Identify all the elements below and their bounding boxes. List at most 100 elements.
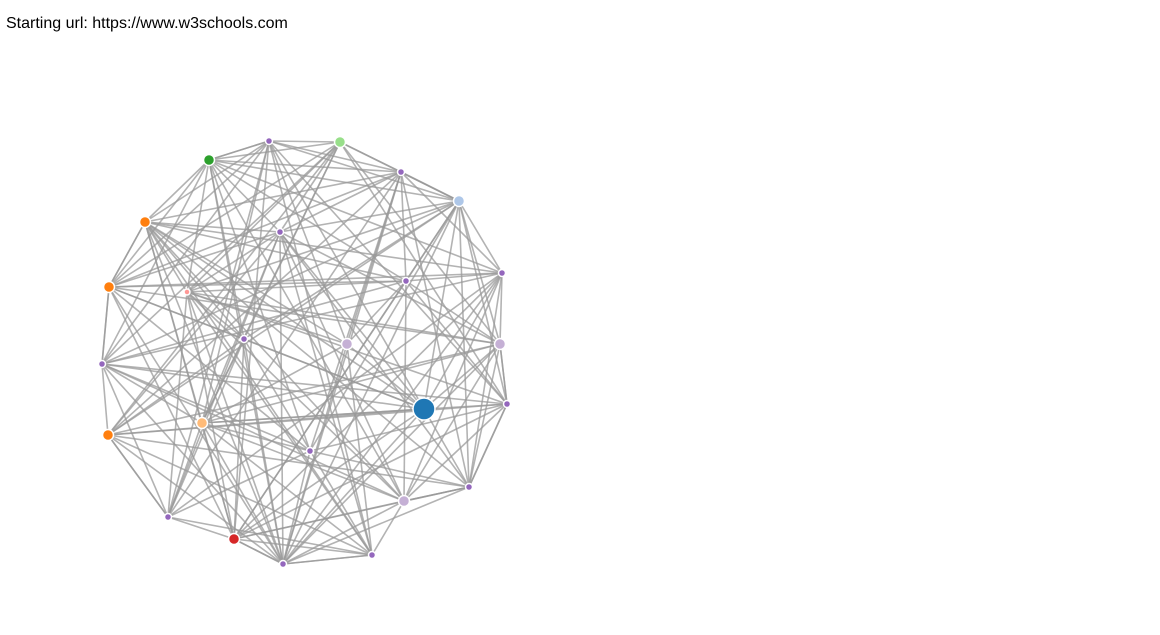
graph-link bbox=[201, 338, 245, 424]
graph-link bbox=[233, 538, 284, 565]
graph-link bbox=[346, 343, 425, 410]
graph-link bbox=[201, 422, 284, 565]
graph-node-light-green[interactable] bbox=[333, 135, 347, 149]
starting-url-label: Starting url: https://www.w3schools.com bbox=[6, 15, 288, 32]
graph-link bbox=[108, 231, 281, 288]
graph-link bbox=[201, 422, 405, 502]
graph-link bbox=[107, 338, 245, 436]
graph-link bbox=[201, 422, 373, 556]
graph-link bbox=[101, 141, 341, 365]
graph-node-purple[interactable] bbox=[396, 167, 406, 177]
graph-node-purple[interactable] bbox=[275, 227, 285, 237]
graph-link bbox=[279, 171, 402, 233]
graph-link bbox=[201, 231, 281, 424]
graph-link bbox=[233, 338, 245, 540]
graph-link bbox=[201, 343, 348, 424]
graph-node-purple[interactable] bbox=[97, 359, 107, 369]
graph-link bbox=[167, 291, 188, 518]
graph-nodes bbox=[97, 135, 512, 569]
graph-node-purple[interactable] bbox=[278, 559, 288, 569]
graph-link bbox=[423, 272, 503, 410]
graph-link bbox=[458, 200, 501, 345]
graph-link bbox=[101, 363, 203, 424]
graph-link bbox=[144, 221, 281, 233]
graph-link bbox=[243, 338, 284, 565]
graph-link bbox=[144, 159, 210, 223]
graph-link bbox=[167, 422, 203, 518]
graph-link bbox=[108, 286, 235, 540]
graph-node-orange[interactable] bbox=[102, 280, 116, 294]
graph-link bbox=[144, 221, 245, 340]
graph-link bbox=[339, 141, 501, 345]
graph-node-purple[interactable] bbox=[401, 276, 411, 286]
graph-link bbox=[101, 272, 503, 365]
graph-link bbox=[167, 171, 402, 518]
graph-link bbox=[282, 450, 311, 565]
graph-node-light-blue[interactable] bbox=[452, 194, 466, 208]
graph-node-purple[interactable] bbox=[367, 550, 377, 560]
graph-link bbox=[101, 363, 311, 452]
graph-link bbox=[279, 231, 470, 488]
graph-link bbox=[167, 272, 503, 518]
graph-link bbox=[208, 159, 281, 233]
graph-node-orange[interactable] bbox=[138, 215, 152, 229]
graph-node-purple[interactable] bbox=[497, 268, 507, 278]
graph-link bbox=[144, 221, 470, 488]
graph-link bbox=[268, 140, 341, 143]
graph-link bbox=[186, 159, 210, 293]
graph-link bbox=[468, 403, 508, 488]
graph-link bbox=[405, 272, 503, 282]
graph-link bbox=[144, 221, 373, 556]
graph-link bbox=[499, 343, 508, 405]
graph-link bbox=[167, 516, 373, 556]
graph-node-purple[interactable] bbox=[264, 136, 274, 146]
graph-link bbox=[282, 408, 425, 565]
graph-link bbox=[268, 140, 508, 405]
graph-link bbox=[144, 171, 402, 223]
graph-link bbox=[233, 403, 508, 540]
graph-node-purple[interactable] bbox=[502, 399, 512, 409]
graph-link bbox=[208, 141, 341, 161]
graph-node-purple[interactable] bbox=[163, 512, 173, 522]
graph-link bbox=[403, 280, 407, 502]
graph-link bbox=[167, 450, 311, 518]
graph-link bbox=[186, 280, 407, 293]
graph-node-blue[interactable] bbox=[412, 397, 436, 421]
graph-link bbox=[186, 291, 373, 556]
graph-node-light-orange[interactable] bbox=[195, 416, 209, 430]
graph-link bbox=[201, 422, 235, 540]
graph-node-purple[interactable] bbox=[239, 334, 249, 344]
graph-node-purple[interactable] bbox=[464, 482, 474, 492]
graph-link bbox=[101, 363, 169, 518]
graph-node-orange[interactable] bbox=[101, 428, 115, 442]
graph-node-lavender[interactable] bbox=[493, 337, 507, 351]
graph-link bbox=[107, 231, 281, 436]
graph-link bbox=[405, 280, 508, 405]
graph-link bbox=[167, 516, 235, 540]
graph-link bbox=[268, 140, 348, 345]
graph-link bbox=[371, 500, 405, 556]
graph-link bbox=[282, 200, 460, 565]
graph-link bbox=[282, 343, 348, 565]
graph-link bbox=[279, 141, 341, 233]
graph-link bbox=[403, 272, 503, 502]
graph-node-lavender[interactable] bbox=[340, 337, 354, 351]
graph-link bbox=[309, 200, 460, 452]
graph-link bbox=[101, 363, 508, 405]
graph-link bbox=[346, 280, 407, 345]
graph-link bbox=[468, 272, 503, 488]
graph-node-lavender[interactable] bbox=[397, 494, 411, 508]
graph-link bbox=[144, 221, 425, 410]
graph-link bbox=[405, 280, 501, 345]
graph-node-red[interactable] bbox=[227, 532, 241, 546]
graph-link bbox=[186, 291, 405, 502]
graph-link bbox=[108, 221, 146, 288]
graph-node-purple[interactable] bbox=[305, 446, 315, 456]
graph-link bbox=[282, 343, 501, 565]
graph-node-green[interactable] bbox=[202, 153, 216, 167]
graph-link bbox=[107, 200, 460, 436]
graph-link bbox=[279, 231, 405, 502]
graph-node-pink[interactable] bbox=[183, 288, 191, 296]
graph-link bbox=[208, 140, 270, 161]
